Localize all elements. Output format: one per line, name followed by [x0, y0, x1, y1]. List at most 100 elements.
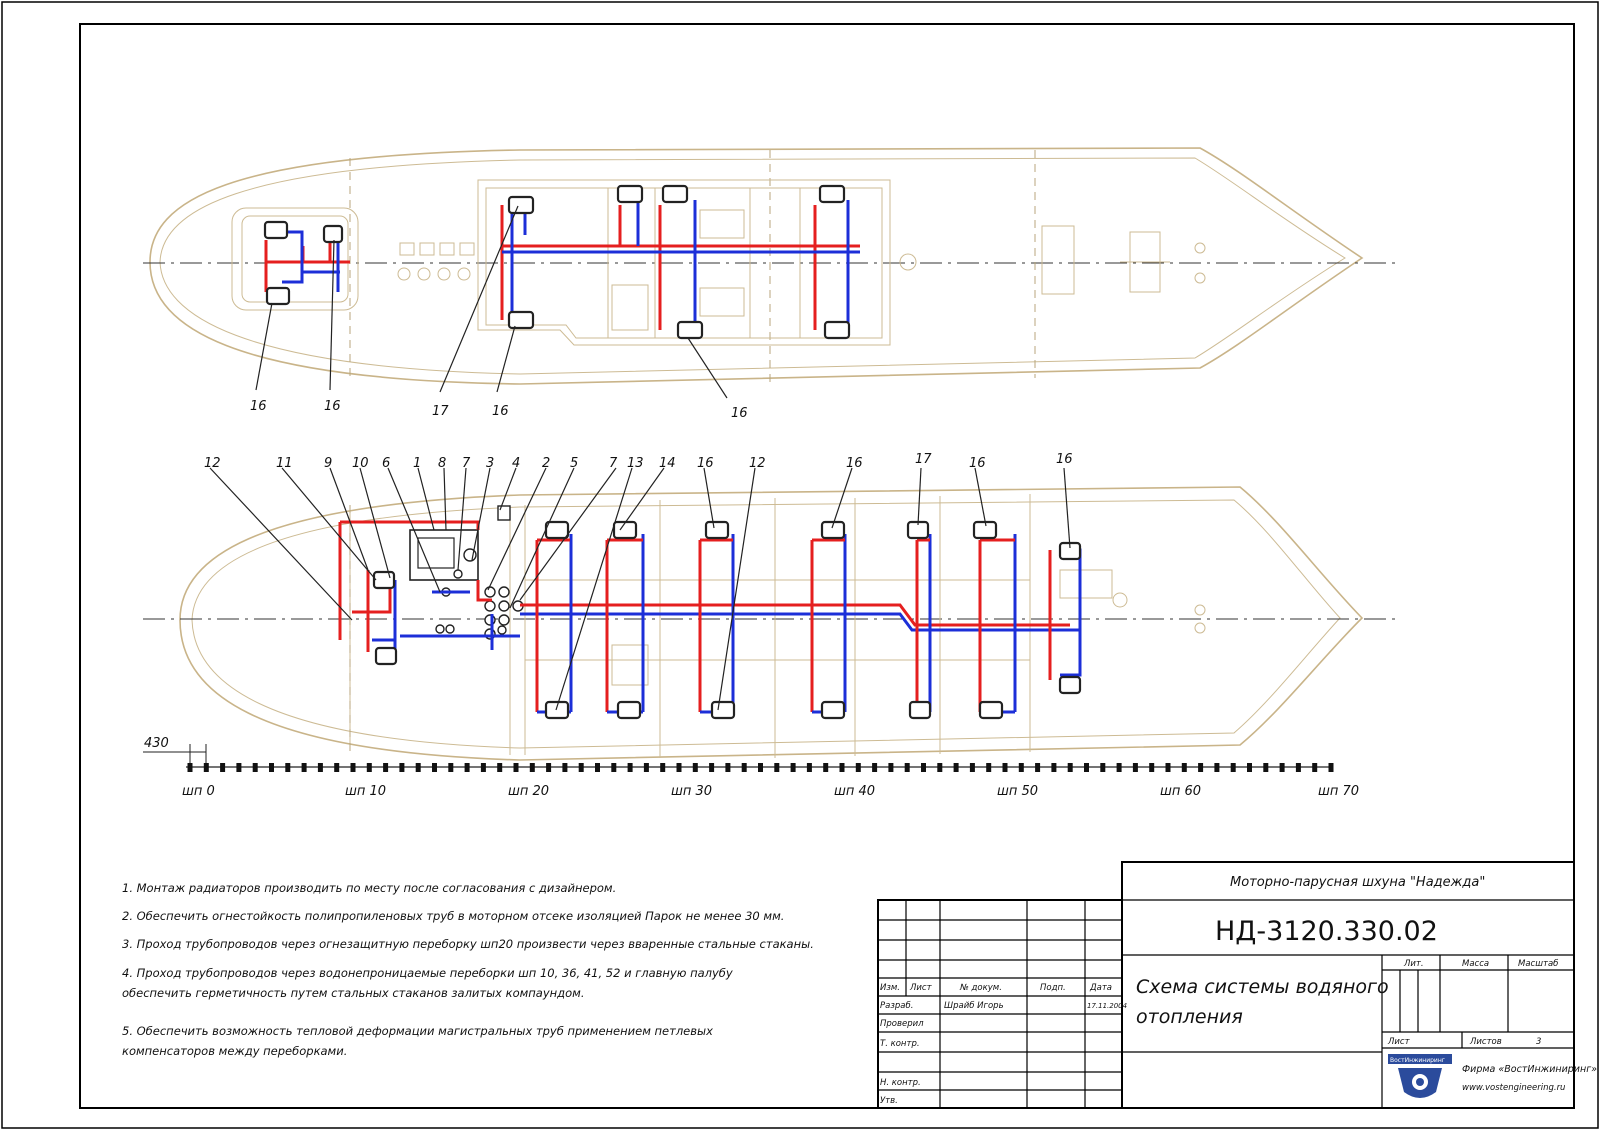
- radiator: [544, 700, 570, 720]
- radiator: [978, 700, 1004, 720]
- frame-label: шп 30: [671, 784, 712, 799]
- frame-tick: [643, 763, 649, 772]
- drawing-frame: [79, 23, 1575, 1109]
- bottom-radiators: [372, 520, 1082, 720]
- frame-tick: [937, 763, 943, 772]
- frame-tick: [1084, 763, 1089, 772]
- bottom-callout: 14: [659, 456, 676, 471]
- note-line: 1. Монтаж радиаторов производить по мест…: [122, 881, 616, 895]
- org-website: www.vostengineering.ru: [1462, 1083, 1565, 1093]
- frame-tick: [1116, 763, 1122, 772]
- frame-tick: [627, 763, 633, 772]
- bottom-callout: 6: [382, 456, 390, 471]
- frame-tick: [595, 763, 600, 772]
- bottom-callout: 7: [462, 456, 471, 471]
- notes: 1. Монтаж радиаторов производить по мест…: [122, 881, 814, 1058]
- tb-row-developed: Разраб.: [880, 1001, 913, 1011]
- frame-tick: [741, 763, 747, 772]
- tb-developer: Шрайб Игорь: [944, 1001, 1004, 1011]
- frame-tick: [855, 763, 861, 772]
- radiator: [1058, 675, 1082, 695]
- frame-tick: [1002, 763, 1008, 772]
- frame-scale: 430 шп 0 шп 10 шп 20 шп 30 шп 40 шп 50 ш…: [143, 736, 1359, 799]
- frame-tick: [529, 763, 535, 772]
- frame-tick: [383, 763, 389, 772]
- radiator: [322, 224, 344, 244]
- frame-tick: [1035, 763, 1041, 772]
- tb-row-checked: Проверил: [880, 1019, 924, 1029]
- frame-tick: [1132, 763, 1138, 772]
- radiator: [374, 646, 398, 666]
- expansion-tank: [497, 505, 511, 521]
- frame-tick: [1263, 763, 1269, 772]
- radiator: [820, 700, 846, 720]
- radiator: [507, 195, 535, 215]
- top-callout: 16: [250, 399, 267, 414]
- frame-tick: [1067, 763, 1073, 772]
- frame-tick: [464, 763, 470, 772]
- frame-tick: [480, 763, 486, 772]
- frame-tick: [546, 763, 552, 772]
- tb-sheet-label: Лист: [1387, 1037, 1411, 1047]
- bottom-callout: 12: [749, 456, 766, 471]
- frame-tick: [513, 763, 519, 772]
- frame-tick: [252, 763, 258, 772]
- note-line: 4. Проход трубопроводов через водонепрон…: [122, 966, 733, 980]
- frame-tick: [1018, 763, 1024, 772]
- top-radiators: [263, 184, 851, 340]
- tb-row-tcontrol: Т. контр.: [880, 1039, 920, 1049]
- radiator: [972, 520, 998, 540]
- frame-tick: [366, 763, 372, 772]
- frame-tick: [301, 763, 307, 772]
- frame-tick: [921, 763, 926, 772]
- note-line: 2. Обеспечить огнестойкость полипропилен…: [122, 909, 784, 923]
- organization-logo: ВостИнжиниринг: [1388, 1054, 1452, 1098]
- frame-tick: [203, 763, 209, 772]
- frame-tick: [448, 763, 454, 772]
- bottom-callout: 7: [609, 456, 618, 471]
- frame-label: шп 60: [1160, 784, 1201, 799]
- tb-date: 17.11.2004: [1087, 1002, 1127, 1010]
- frame-label: шп 50: [997, 784, 1038, 799]
- frame-label: шп 40: [834, 784, 875, 799]
- frame-label: шп 20: [508, 784, 549, 799]
- note-line: обеспечить герметичность путем стальных …: [122, 986, 585, 1000]
- radiator: [661, 184, 689, 204]
- tb-sheets-label: Листов: [1469, 1037, 1502, 1047]
- radiator: [616, 184, 644, 204]
- top-callout: 16: [492, 404, 509, 419]
- bottom-callout: 9: [324, 456, 332, 471]
- frame-tick: [1279, 763, 1285, 772]
- bottom-callout: 10: [352, 456, 369, 471]
- frame-tick: [790, 763, 796, 772]
- bottom-callout: 16: [969, 456, 986, 471]
- frame-tick: [872, 763, 878, 772]
- manifold-valves: [435, 569, 524, 640]
- radiator: [823, 320, 851, 340]
- frame-tick: [774, 763, 780, 772]
- frame-tick: [334, 763, 340, 772]
- org-name: Фирма «ВостИнжиниринг»: [1462, 1064, 1597, 1075]
- frame-tick: [660, 763, 666, 772]
- tb-row-ncontrol: Н. контр.: [880, 1078, 921, 1088]
- bottom-callout: 12: [204, 456, 221, 471]
- frame-tick: [285, 763, 291, 772]
- frame-tick: [1214, 763, 1220, 772]
- frame-label: шп 10: [345, 784, 386, 799]
- frame-tick: [611, 763, 617, 772]
- frame-tick: [806, 763, 812, 772]
- radiator: [818, 184, 846, 204]
- frame-label: шп 70: [1318, 784, 1359, 799]
- frame-tick: [350, 763, 356, 772]
- bottom-callout: 2: [542, 456, 550, 471]
- radiator: [507, 310, 535, 330]
- radiator: [710, 700, 736, 720]
- frame-tick: [1230, 763, 1236, 772]
- tb-col-header: № докум.: [959, 983, 1002, 993]
- note-line: 5. Обеспечить возможность тепловой дефор…: [122, 1024, 713, 1038]
- logo-text: ВостИнжиниринг: [1390, 1057, 1445, 1064]
- frame-tick: [1051, 763, 1057, 772]
- bottom-callout: 16: [697, 456, 714, 471]
